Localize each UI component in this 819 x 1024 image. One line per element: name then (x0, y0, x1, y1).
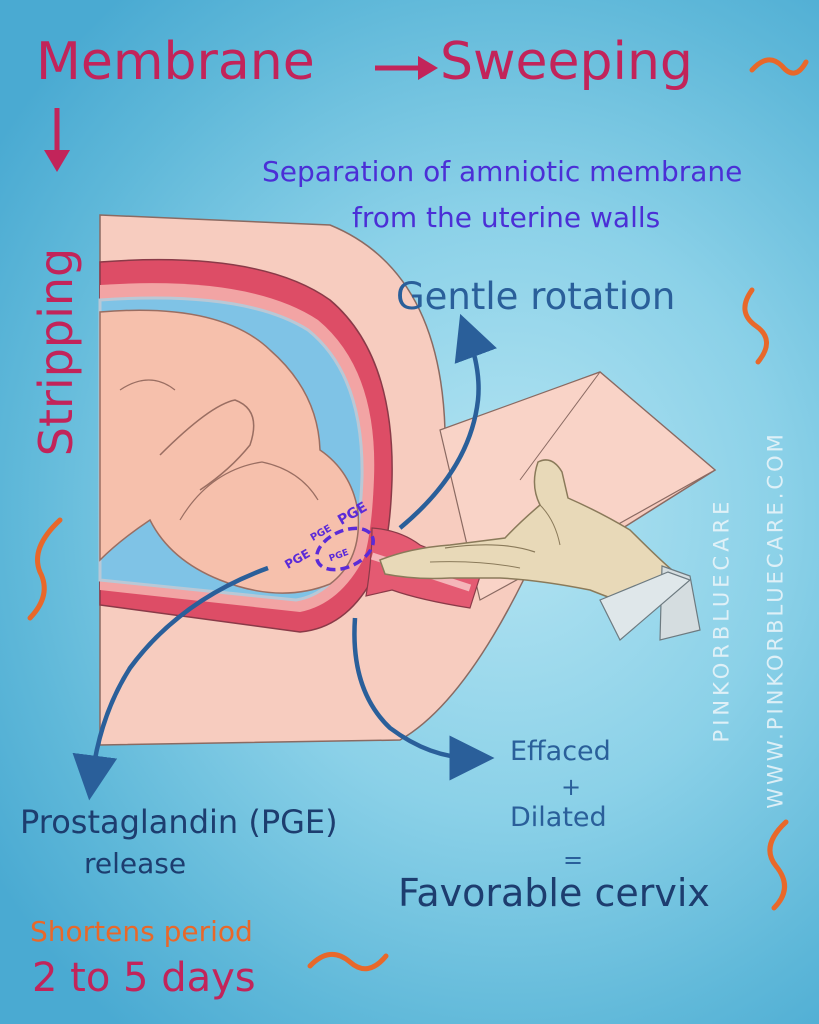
pge-dashed-circle (315, 526, 375, 572)
days-range-label: 2 to 5 days (32, 955, 256, 1001)
title-sweeping: Sweeping (440, 32, 693, 92)
title-arrows (44, 56, 438, 172)
effaced-label: Effaced (510, 736, 611, 767)
separation-caption-line2: from the uterine walls (352, 201, 661, 234)
fetus (99, 309, 360, 594)
leg-fold-line (519, 371, 601, 481)
title-stripping: Stripping (29, 247, 83, 457)
squiggle-top-right (749, 57, 809, 76)
title-membrane: Membrane (36, 32, 315, 92)
plus-sign: + (561, 773, 582, 801)
rotation-arrow (398, 313, 497, 530)
fetus-face-detail (179, 461, 319, 521)
squiggle-bottom (307, 952, 389, 972)
fetus-arm-detail (159, 399, 255, 491)
down-arrow-head-icon (44, 150, 70, 172)
gentle-rotation-label: Gentle rotation (396, 275, 676, 318)
prostaglandin-label: Prostaglandin (PGE) (20, 803, 338, 841)
brand-url-watermark: WWW.PINKORBLUECARE.COM (763, 431, 788, 809)
prostaglandin-release-label: release (84, 847, 187, 880)
fetus-knee-detail (119, 379, 176, 391)
separation-caption-line1: Separation of amniotic membrane (262, 155, 743, 188)
right-arrow-head-icon (418, 56, 438, 80)
squiggle-right-lower (767, 819, 789, 911)
dilated-label: Dilated (510, 802, 607, 833)
cervix-arrow (352, 617, 495, 781)
favorable-cervix-label: Favorable cervix (398, 871, 710, 915)
equals-sign: = (563, 846, 584, 874)
shortens-period-label: Shortens period (30, 915, 253, 948)
brand-name-watermark: PINKORBLUECARE (709, 497, 734, 743)
gloved-hand (379, 459, 701, 641)
squiggle-right-upper (742, 287, 769, 365)
squiggle-left (27, 517, 63, 621)
prostaglandin-arrow (72, 565, 269, 801)
